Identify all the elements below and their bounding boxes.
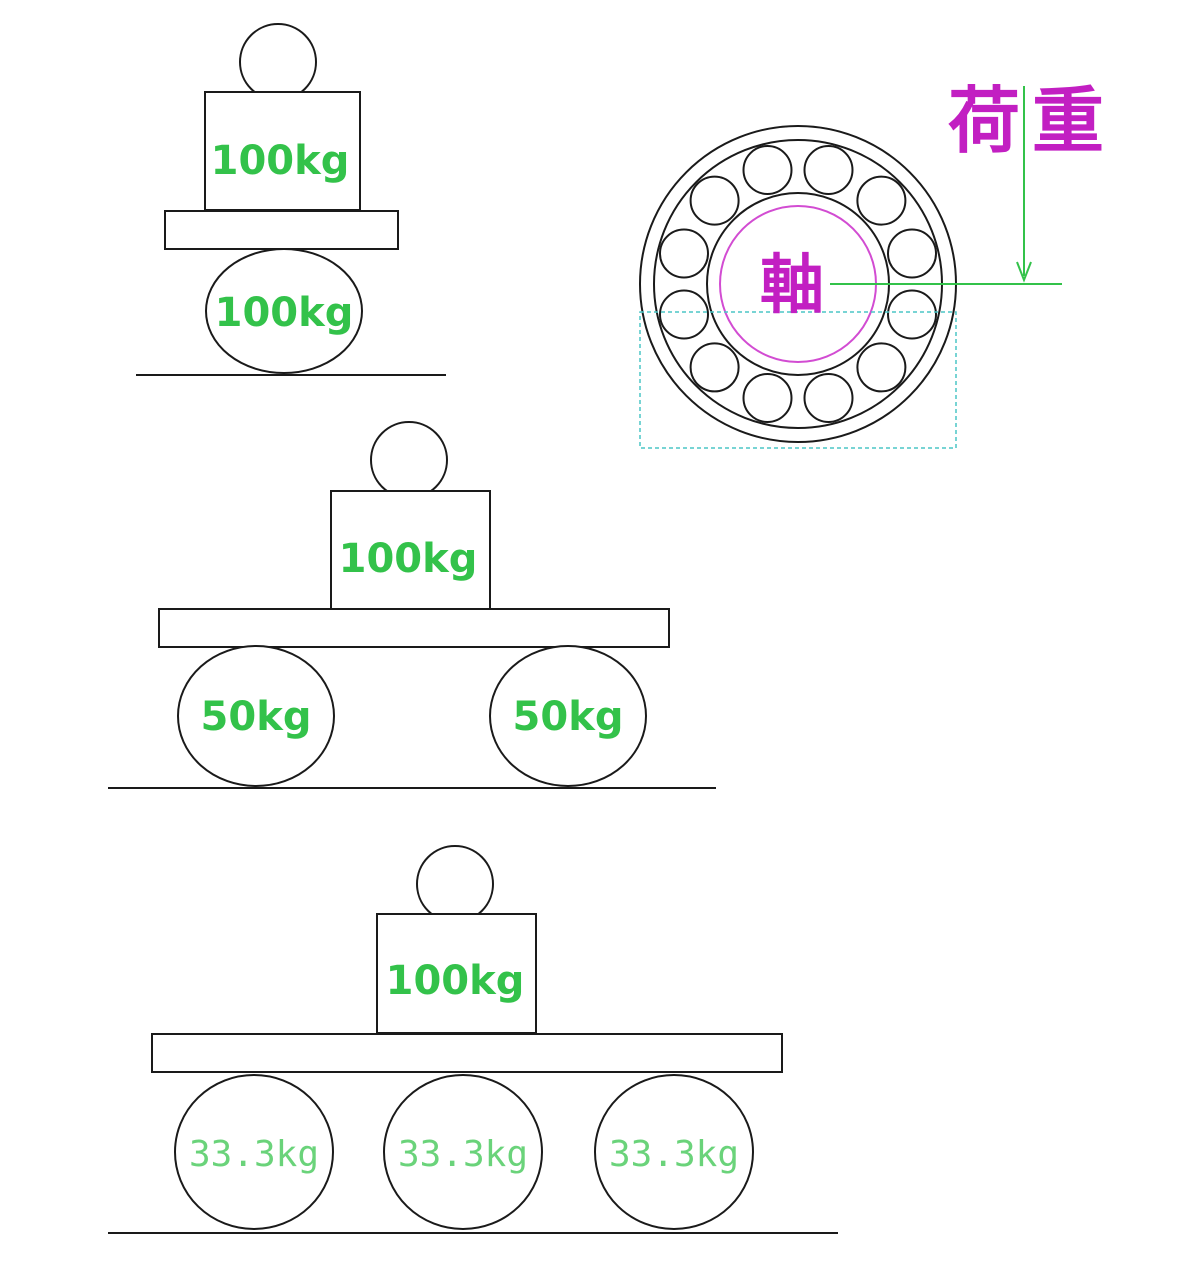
bearing-roller <box>742 373 793 423</box>
lower-half-highlight-box <box>639 311 957 449</box>
weight-handle <box>416 845 494 923</box>
bearing-roller <box>689 342 740 393</box>
roller-label-middle: 33.3kg <box>398 1134 528 1175</box>
weight-body <box>204 91 361 211</box>
roller-label-left: 33.3kg <box>189 1134 319 1175</box>
bearing-roller <box>803 145 854 195</box>
roller-label-left: 50kg <box>201 694 312 740</box>
figure-single-roller: 100kg 100kg <box>136 23 446 376</box>
roller-label: 100kg <box>215 290 354 336</box>
bearing-roller <box>856 342 907 393</box>
weight-body <box>376 913 537 1034</box>
weight-handle <box>370 421 448 499</box>
roller-label-right: 50kg <box>513 694 624 740</box>
roller-right <box>594 1074 754 1230</box>
bearing-roller <box>887 228 937 279</box>
bearing-rollers <box>659 145 937 423</box>
bearing-roller <box>659 228 709 279</box>
load-arrowhead-icon <box>1016 261 1032 283</box>
bearing-roller <box>856 175 907 226</box>
roller-label-right: 33.3kg <box>609 1134 739 1175</box>
figure-two-rollers: 100kg 50kg 50kg <box>108 421 716 789</box>
weight-label: 100kg <box>339 536 478 582</box>
figure-three-rollers: 100kg 33.3kg 33.3kg 33.3kg <box>108 845 838 1234</box>
platform-board <box>158 608 670 648</box>
roller-right <box>489 645 647 787</box>
shaft-label: 軸 <box>760 249 824 323</box>
bearing-roller <box>803 373 854 423</box>
weight-label: 100kg <box>211 138 350 184</box>
bearing-roller <box>659 289 709 340</box>
load-label-char-2: 重 <box>1032 79 1104 163</box>
bearing-roller <box>742 145 793 195</box>
bearing-roller <box>689 175 740 226</box>
bearing-figure: 荷 重 軸 <box>639 79 1104 449</box>
bearing-roller <box>887 289 937 340</box>
weight-label: 100kg <box>386 958 525 1004</box>
roller <box>205 248 363 374</box>
platform-board <box>151 1033 783 1073</box>
roller-left <box>174 1074 334 1230</box>
weight-handle <box>239 23 317 101</box>
platform-board <box>164 210 399 250</box>
roller-left <box>177 645 335 787</box>
roller-middle <box>383 1074 543 1230</box>
load-label-char-1: 荷 <box>948 79 1020 163</box>
